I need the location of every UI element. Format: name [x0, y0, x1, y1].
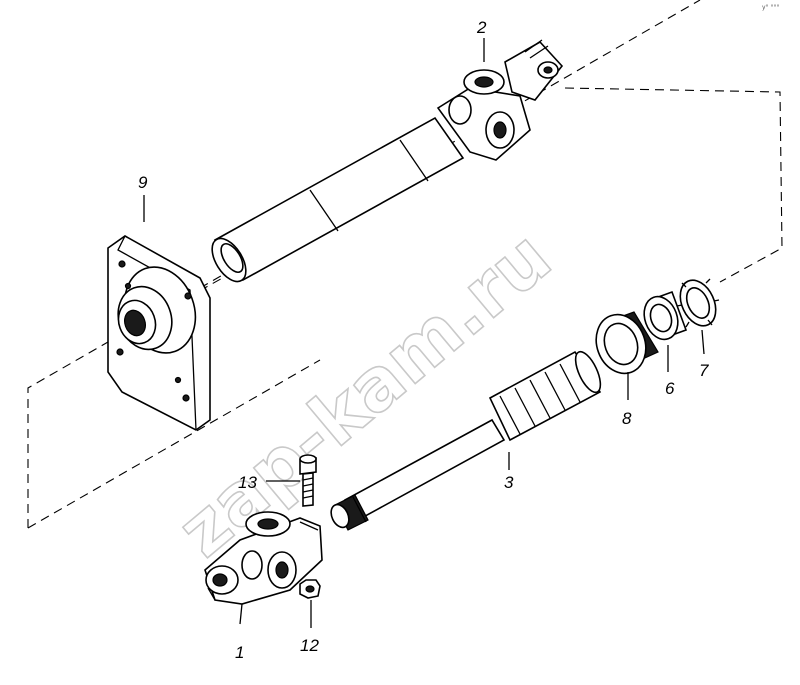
- seal-ring: [643, 290, 688, 341]
- splined-shaft: [330, 350, 602, 531]
- label-part-2: 2: [476, 18, 487, 37]
- bolt: [299, 454, 317, 507]
- label-part-12: 12: [300, 636, 319, 655]
- label-part-8: 8: [622, 409, 632, 428]
- lock-washer: [676, 278, 720, 328]
- lower-u-joint: [204, 511, 323, 605]
- label-part-9: 9: [138, 173, 148, 192]
- corner-mark: y° °°°: [762, 4, 779, 11]
- label-part-1: 1: [235, 643, 244, 662]
- label-part-6: 6: [665, 379, 675, 398]
- label-part-7: 7: [699, 361, 709, 380]
- leader-lines: [143, 38, 705, 628]
- bushing: [595, 311, 659, 375]
- flange-plate: [107, 235, 211, 431]
- label-part-3: 3: [504, 473, 514, 492]
- label-part-13: 13: [238, 473, 257, 492]
- nut: [299, 579, 321, 599]
- upper-shaft-assembly: [211, 39, 564, 283]
